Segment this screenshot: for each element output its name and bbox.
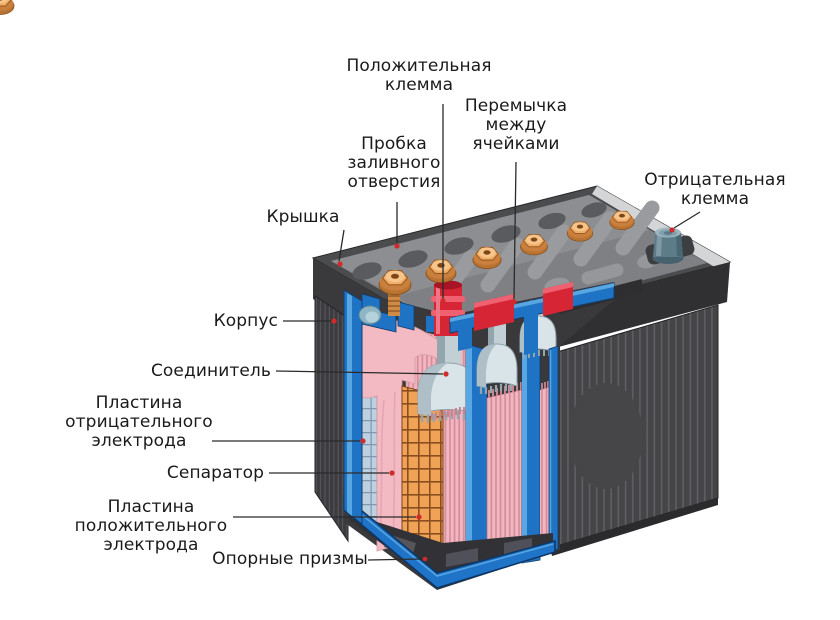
label-connector: Соединитель (150, 361, 271, 381)
case-oval-emblem (569, 383, 643, 489)
label-positive-plate: Пластина положительного электрода (74, 497, 228, 555)
label-case: Корпус (213, 311, 278, 331)
lid-vent-strips (434, 200, 660, 305)
label-separator: Сепаратор (166, 463, 264, 483)
battery-case (314, 295, 719, 556)
lid-oval-recesses (352, 202, 607, 280)
label-cell-jumper: Перемычка между ячейками (464, 96, 568, 154)
leader-lines (212, 104, 701, 561)
label-negative-plate: Пластина отрицательного электрода (65, 393, 213, 451)
label-negative-terminal: Отрицательная клемма (644, 170, 786, 209)
cell-partition-2 (521, 347, 541, 564)
battery-cutaway (343, 279, 642, 590)
label-lid: Крышка (266, 207, 340, 227)
leader-dots (331, 227, 675, 562)
case-left-wall-cut (343, 289, 363, 526)
cell2-plate-pack (486, 389, 523, 553)
lid-cut-details (358, 286, 415, 333)
case-left-ribbed-strip (314, 295, 349, 543)
cell3-plate-pack (540, 387, 549, 548)
cell-jumper-rail (449, 279, 642, 355)
label-filler-plug: Пробка заливного отверстия (347, 134, 441, 192)
label-positive-terminal: Положительная клемма (346, 56, 492, 95)
negative-terminal (652, 227, 684, 264)
label-support-prisms: Опорные призмы (212, 549, 368, 569)
